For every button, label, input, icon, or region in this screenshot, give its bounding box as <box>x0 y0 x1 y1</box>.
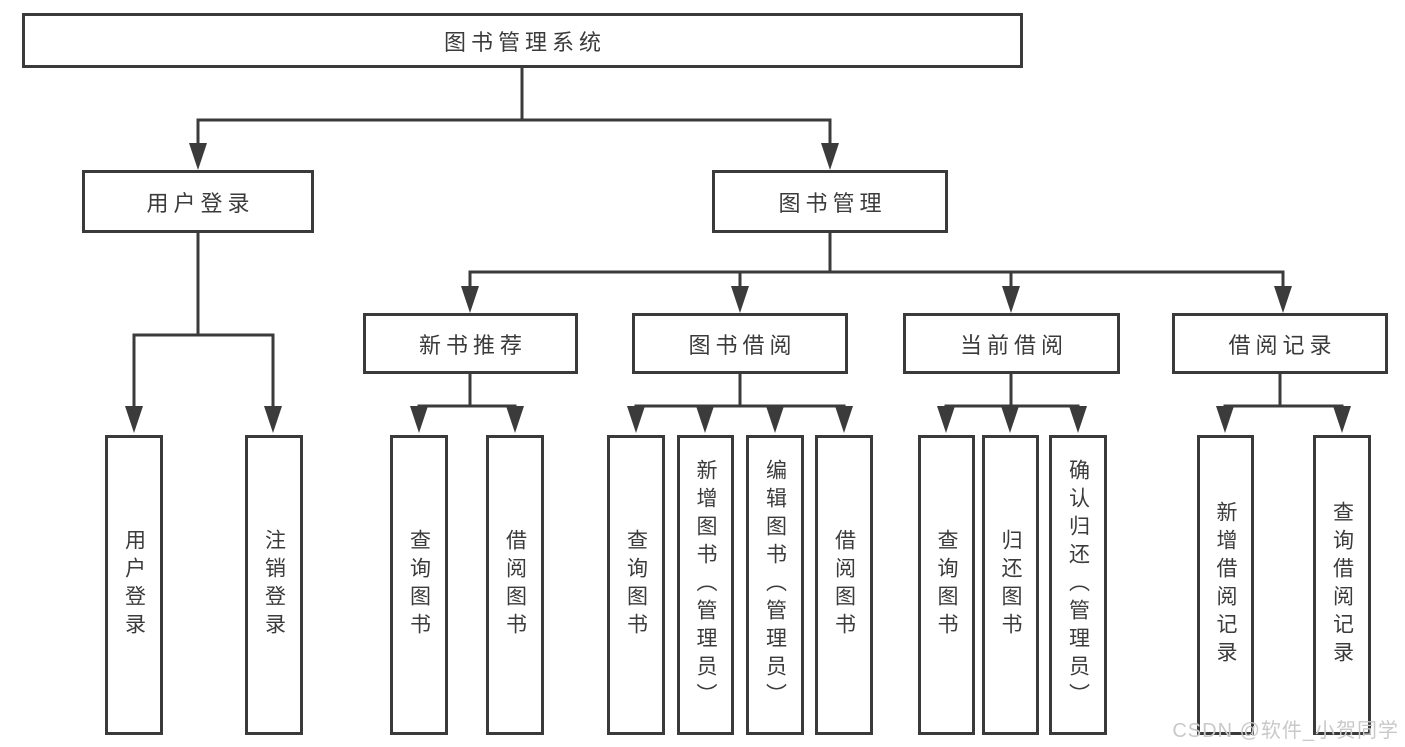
node-user-login-group-label: 用户登录 <box>146 190 255 216</box>
leaf-add-book-admin: 新增图书（管理员） <box>677 435 734 735</box>
leaf-logout: 注销登录 <box>245 435 303 735</box>
node-book-management: 图书管理 <box>712 170 948 233</box>
leaf-current-query-book-label: 查询图书 <box>935 529 958 641</box>
leaf-recommend-borrow-book: 借阅图书 <box>486 435 544 735</box>
leaf-current-query-book: 查询图书 <box>918 435 975 735</box>
node-book-borrow: 图书借阅 <box>632 313 848 374</box>
leaf-recommend-query-book: 查询图书 <box>390 435 448 735</box>
leaf-borrow-book-label: 借阅图书 <box>832 529 856 641</box>
node-system-root: 图书管理系统 <box>22 13 1023 68</box>
node-borrow-record-label: 借阅记录 <box>1228 332 1337 358</box>
leaf-recommend-query-book-label: 查询图书 <box>407 529 431 641</box>
leaf-add-book-admin-label: 新增图书（管理员） <box>694 459 717 711</box>
leaf-confirm-return-admin-label: 确认归还（管理员） <box>1066 459 1090 711</box>
leaf-confirm-return-admin: 确认归还（管理员） <box>1049 435 1107 735</box>
node-new-book-recommend-label: 新书推荐 <box>418 332 527 358</box>
csdn-watermark: CSDN @软件_小贺同学 <box>1172 720 1399 742</box>
node-borrow-record: 借阅记录 <box>1172 313 1388 374</box>
leaf-user-login: 用户登录 <box>105 435 163 735</box>
leaf-recommend-borrow-book-label: 借阅图书 <box>503 529 527 641</box>
connector-arrowheads <box>125 143 1351 433</box>
node-user-login-group: 用户登录 <box>82 170 314 233</box>
leaf-return-book-label: 归还图书 <box>999 529 1022 641</box>
leaf-borrow-query-book: 查询图书 <box>607 435 665 735</box>
node-current-borrow: 当前借阅 <box>903 313 1120 374</box>
node-new-book-recommend: 新书推荐 <box>363 313 578 374</box>
leaf-borrow-book: 借阅图书 <box>815 435 873 735</box>
leaf-add-borrow-record: 新增借阅记录 <box>1197 435 1254 735</box>
leaf-edit-book-admin-label: 编辑图书（管理员） <box>763 459 787 711</box>
node-current-borrow-label: 当前借阅 <box>959 332 1068 358</box>
leaf-return-book: 归还图书 <box>982 435 1039 735</box>
leaf-query-borrow-record-label: 查询借阅记录 <box>1330 501 1354 669</box>
leaf-logout-label: 注销登录 <box>262 529 286 641</box>
node-system-root-label: 图书管理系统 <box>443 29 606 55</box>
leaf-user-login-label: 用户登录 <box>122 529 146 641</box>
leaf-borrow-query-book-label: 查询图书 <box>624 529 648 641</box>
leaf-edit-book-admin: 编辑图书（管理员） <box>746 435 804 735</box>
node-book-management-label: 图书管理 <box>778 190 887 216</box>
leaf-query-borrow-record: 查询借阅记录 <box>1313 435 1371 735</box>
leaf-add-borrow-record-label: 新增借阅记录 <box>1214 501 1237 669</box>
node-book-borrow-label: 图书借阅 <box>688 332 797 358</box>
